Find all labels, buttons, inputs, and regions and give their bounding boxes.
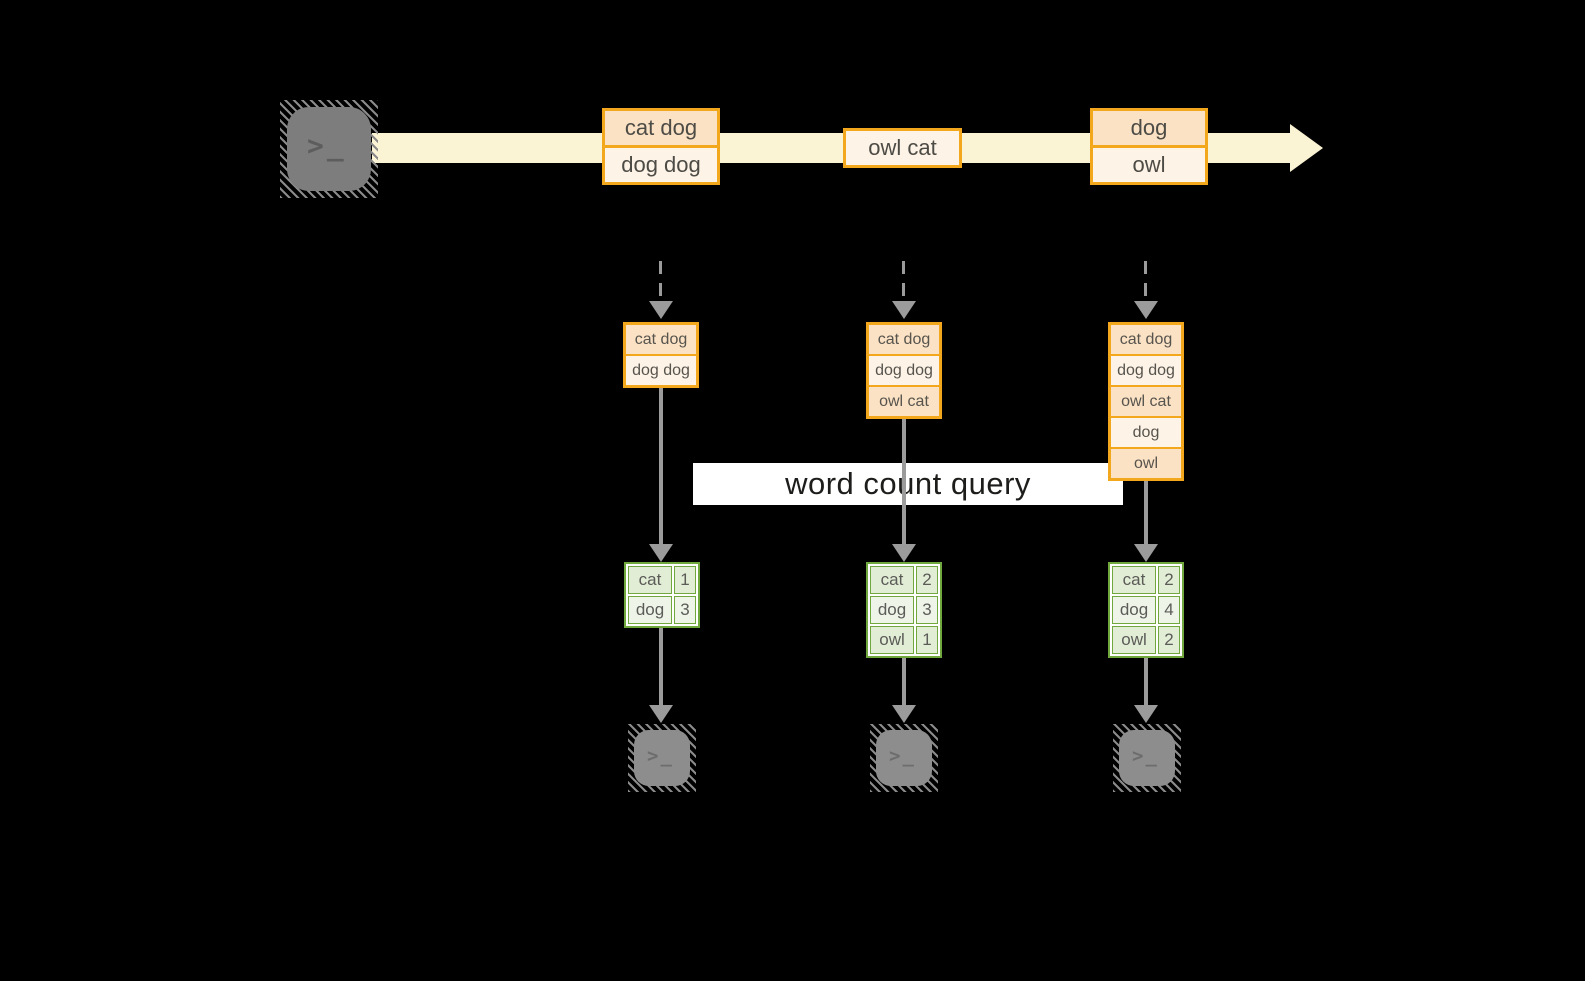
- snapshot-row: cat dog: [1111, 325, 1181, 354]
- result-count-cell: 2: [916, 566, 938, 594]
- output-arrow-line: [1144, 658, 1148, 705]
- table-row: cat 2: [870, 566, 938, 594]
- output-arrowhead-icon: [649, 705, 673, 723]
- dashed-arrowhead-icon: [892, 301, 916, 319]
- snapshot-row: cat dog: [869, 325, 939, 354]
- query-arrowhead-icon: [1134, 544, 1158, 562]
- table-row: dog 3: [870, 596, 938, 624]
- result-word-cell: owl: [870, 626, 914, 654]
- output-terminal-icon-3: >_: [1113, 724, 1181, 792]
- result-count-cell: 2: [1158, 566, 1180, 594]
- stream-event-text: owl cat: [846, 131, 959, 165]
- query-arrow-line: [902, 417, 906, 544]
- result-word-cell: dog: [1112, 596, 1156, 624]
- result-count-cell: 2: [1158, 626, 1180, 654]
- query-arrow-line: [659, 386, 663, 544]
- result-table-1: cat 1 dog 3: [624, 562, 700, 628]
- result-word-cell: cat: [628, 566, 672, 594]
- result-count-cell: 3: [916, 596, 938, 624]
- dashed-arrowhead-icon: [1134, 301, 1158, 319]
- result-word-cell: cat: [1112, 566, 1156, 594]
- dashed-arrowhead-icon: [649, 301, 673, 319]
- table-row: cat 2: [1112, 566, 1180, 594]
- output-terminal-icon-2: >_: [870, 724, 938, 792]
- table-row: owl 2: [1112, 626, 1180, 654]
- stream-event-text: owl: [1093, 145, 1205, 182]
- snapshot-row: owl: [1111, 447, 1181, 478]
- table-row: owl 1: [870, 626, 938, 654]
- dashed-arrow-line: [659, 261, 662, 301]
- output-terminal-icon-1: >_: [628, 724, 696, 792]
- result-word-cell: dog: [628, 596, 672, 624]
- result-table-2: cat 2 dog 3 owl 1: [866, 562, 942, 658]
- snapshot-stack-1: cat dog dog dog: [623, 322, 699, 388]
- stream-event-text: dog: [1093, 111, 1205, 145]
- result-count-cell: 3: [674, 596, 696, 624]
- stream-event-box-1: cat dog dog dog: [602, 108, 720, 185]
- result-word-cell: owl: [1112, 626, 1156, 654]
- output-arrow-line: [902, 658, 906, 705]
- snapshot-row: dog dog: [626, 354, 696, 385]
- terminal-prompt-icon: >_: [287, 107, 371, 191]
- source-terminal-icon: >_: [280, 100, 378, 198]
- dashed-arrow-line: [902, 261, 905, 301]
- table-row: dog 4: [1112, 596, 1180, 624]
- table-row: dog 3: [628, 596, 696, 624]
- snapshot-row: owl cat: [869, 385, 939, 416]
- stream-event-text: cat dog: [605, 111, 717, 145]
- snapshot-row: cat dog: [626, 325, 696, 354]
- query-arrowhead-icon: [649, 544, 673, 562]
- result-count-cell: 4: [1158, 596, 1180, 624]
- terminal-prompt-icon: >_: [876, 730, 932, 786]
- result-count-cell: 1: [916, 626, 938, 654]
- output-arrow-line: [659, 628, 663, 705]
- dashed-arrow-line: [1144, 261, 1147, 301]
- snapshot-row: dog dog: [869, 354, 939, 385]
- stream-arrowhead-icon: [1290, 124, 1323, 172]
- snapshot-stack-3: cat dog dog dog owl cat dog owl: [1108, 322, 1184, 481]
- result-word-cell: cat: [870, 566, 914, 594]
- output-arrowhead-icon: [892, 705, 916, 723]
- stream-event-text: dog dog: [605, 145, 717, 182]
- stream-event-box-3: dog owl: [1090, 108, 1208, 185]
- result-count-cell: 1: [674, 566, 696, 594]
- snapshot-row: owl cat: [1111, 385, 1181, 416]
- query-arrowhead-icon: [892, 544, 916, 562]
- result-word-cell: dog: [870, 596, 914, 624]
- snapshot-row: dog dog: [1111, 354, 1181, 385]
- terminal-prompt-icon: >_: [1119, 730, 1175, 786]
- query-label: word count query: [693, 463, 1123, 505]
- snapshot-row: dog: [1111, 416, 1181, 447]
- query-arrow-line: [1144, 479, 1148, 544]
- output-arrowhead-icon: [1134, 705, 1158, 723]
- table-row: cat 1: [628, 566, 696, 594]
- terminal-prompt-icon: >_: [634, 730, 690, 786]
- result-table-3: cat 2 dog 4 owl 2: [1108, 562, 1184, 658]
- snapshot-stack-2: cat dog dog dog owl cat: [866, 322, 942, 419]
- stream-event-box-2: owl cat: [843, 128, 962, 168]
